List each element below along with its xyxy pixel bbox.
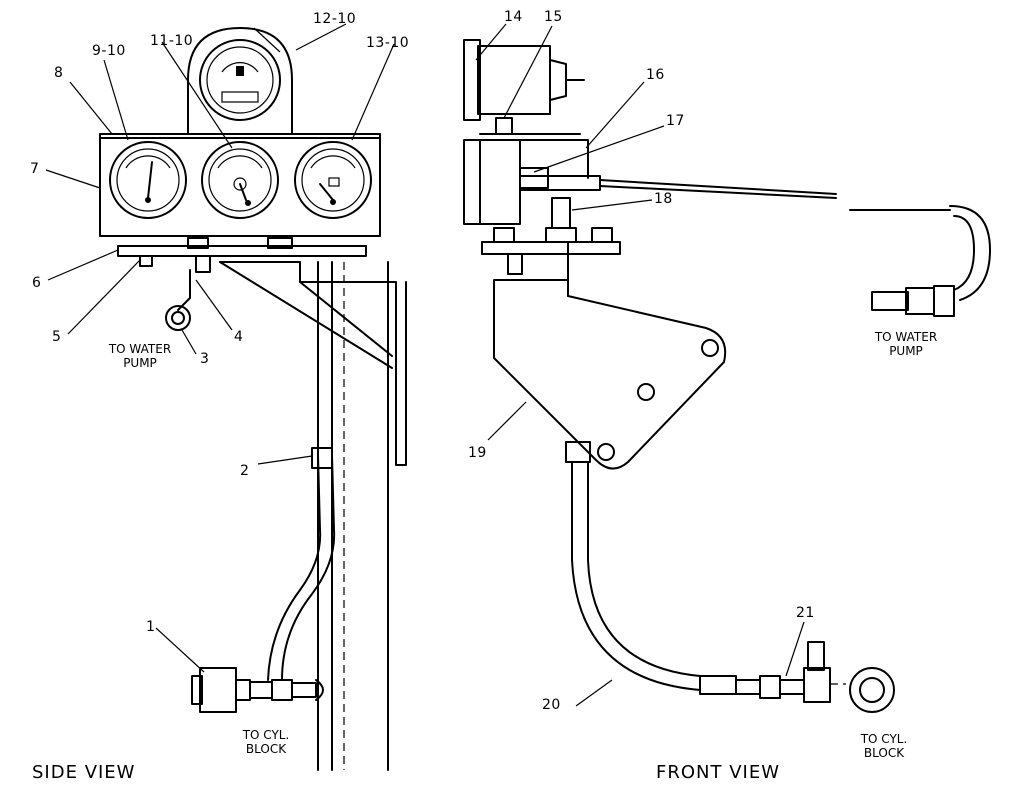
callout-18: 18 bbox=[654, 191, 673, 207]
callout-9-10: 9-10 bbox=[92, 43, 126, 59]
callout-5: 5 bbox=[52, 329, 62, 345]
callout-1: 1 bbox=[146, 619, 156, 635]
side-view-title: SIDE VIEW bbox=[32, 762, 136, 783]
water-pump-fitting bbox=[165, 269, 191, 331]
note-line: PUMP bbox=[123, 356, 157, 370]
front-mounting-plate bbox=[481, 227, 621, 275]
note-side-to-cyl-block: TO CYL. BLOCK bbox=[228, 728, 304, 756]
oil-pressure-gauge bbox=[201, 141, 279, 219]
oil-tube-front bbox=[565, 441, 701, 691]
front-tee-fitting bbox=[699, 641, 895, 713]
side-bracket bbox=[219, 261, 407, 466]
mounting-plate bbox=[117, 237, 367, 273]
callout-17: 17 bbox=[666, 113, 685, 129]
front-bracket bbox=[493, 241, 727, 470]
callout-7: 7 bbox=[30, 161, 40, 177]
note-front-to-cyl-block: TO CYL. BLOCK bbox=[846, 732, 922, 760]
callout-2: 2 bbox=[240, 463, 250, 479]
tube-clip bbox=[311, 447, 333, 469]
front-top-gauge bbox=[463, 39, 585, 135]
note-line: TO CYL. bbox=[242, 728, 290, 742]
callout-8: 8 bbox=[54, 65, 64, 81]
note-line: BLOCK bbox=[863, 746, 905, 760]
callout-12-10: 12-10 bbox=[313, 11, 357, 27]
oil-tube-side bbox=[267, 455, 336, 681]
leader-lines bbox=[45, 23, 805, 707]
note-line: TO WATER bbox=[108, 342, 172, 356]
water-temp-gauge bbox=[109, 141, 187, 219]
top-gauge-housing bbox=[187, 27, 293, 135]
note-line: TO CYL. bbox=[860, 732, 908, 746]
callout-21: 21 bbox=[796, 605, 815, 621]
front-view-title: FRONT VIEW bbox=[656, 762, 781, 783]
callout-19: 19 bbox=[468, 445, 487, 461]
callout-4: 4 bbox=[234, 329, 244, 345]
note-line: BLOCK bbox=[245, 742, 287, 756]
callout-6: 6 bbox=[32, 275, 42, 291]
callout-13-10: 13-10 bbox=[366, 35, 410, 51]
front-fitting bbox=[545, 197, 577, 243]
callout-3: 3 bbox=[200, 351, 210, 367]
capillary-tube bbox=[519, 175, 991, 301]
callout-14: 14 bbox=[504, 9, 523, 25]
temp-bulb bbox=[871, 285, 955, 317]
callout-15: 15 bbox=[544, 9, 563, 25]
callout-11-10: 11-10 bbox=[150, 33, 194, 49]
engine-block-outline bbox=[317, 261, 389, 771]
oil-pressure-sender bbox=[191, 667, 324, 713]
ammeter-gauge bbox=[294, 141, 372, 219]
note-front-to-water-pump: TO WATER PUMP bbox=[864, 330, 948, 358]
gauge-panel-box bbox=[99, 133, 381, 237]
note-side-to-water-pump: TO WATER PUMP bbox=[98, 342, 182, 370]
note-line: TO WATER bbox=[874, 330, 938, 344]
note-line: PUMP bbox=[889, 344, 923, 358]
callout-16: 16 bbox=[646, 67, 665, 83]
callout-20: 20 bbox=[542, 697, 561, 713]
